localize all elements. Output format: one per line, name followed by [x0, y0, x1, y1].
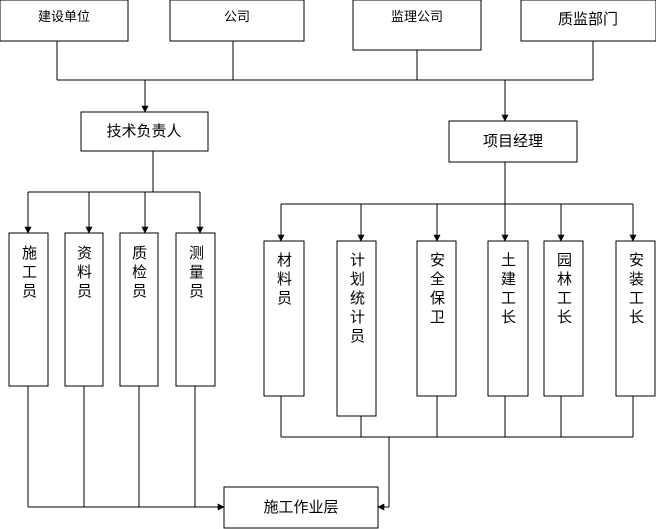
civil-foreman-box [487, 240, 529, 397]
material-clerk-label: 材料员 [275, 252, 293, 309]
landscape-foreman-label: 园林工长 [555, 252, 573, 328]
company-box [169, 0, 305, 42]
technical-lead-box [80, 111, 209, 152]
top-row: 建设单位 公司 监理公司 质监部门 [0, 0, 656, 51]
technical-lead-label: 技术负责人 [106, 122, 181, 140]
construction-worker-label: 施工员 [20, 245, 38, 302]
document-clerk-box [64, 232, 104, 387]
planning-statistician-label: 计划统计员 [348, 252, 366, 347]
quality-supervision-dept-label: 质监部门 [558, 10, 618, 28]
work-layer-label: 施工作业层 [263, 498, 338, 516]
installation-foreman-box [615, 240, 656, 397]
connector-lines [24, 41, 637, 511]
planning-statistician-box [336, 240, 377, 417]
material-clerk-box [263, 240, 305, 397]
landscape-foreman-box [543, 240, 584, 397]
tech-staff: 施工员 资料员 质检员 测量员 [8, 232, 216, 387]
supervision-company-label: 监理公司 [391, 10, 443, 25]
company-label: 公司 [224, 10, 250, 25]
project-manager-box [448, 120, 578, 163]
document-clerk-label: 资料员 [75, 245, 93, 302]
safety-guard-label: 安全保卫 [428, 252, 446, 328]
civil-foreman-label: 土建工长 [499, 252, 517, 328]
pm-staff: 材料员 计划统计员 安全保卫 土建工长 园林工长 安装工长 [263, 240, 656, 417]
surveyor-box [175, 232, 216, 387]
surveyor-label: 测量员 [187, 245, 205, 302]
project-manager-label: 项目经理 [483, 132, 543, 150]
construction-worker-box [8, 232, 49, 387]
work-layer-box [223, 486, 379, 529]
quality-inspector-label: 质检员 [130, 245, 148, 302]
construction-unit-box [0, 0, 129, 42]
supervision-company-box [352, 0, 482, 51]
construction-unit-label: 建设单位 [38, 10, 90, 25]
installation-foreman-label: 安装工长 [627, 252, 645, 328]
quality-supervision-dept-box [520, 0, 656, 42]
quality-inspector-box [119, 232, 159, 387]
safety-guard-box [416, 240, 457, 397]
